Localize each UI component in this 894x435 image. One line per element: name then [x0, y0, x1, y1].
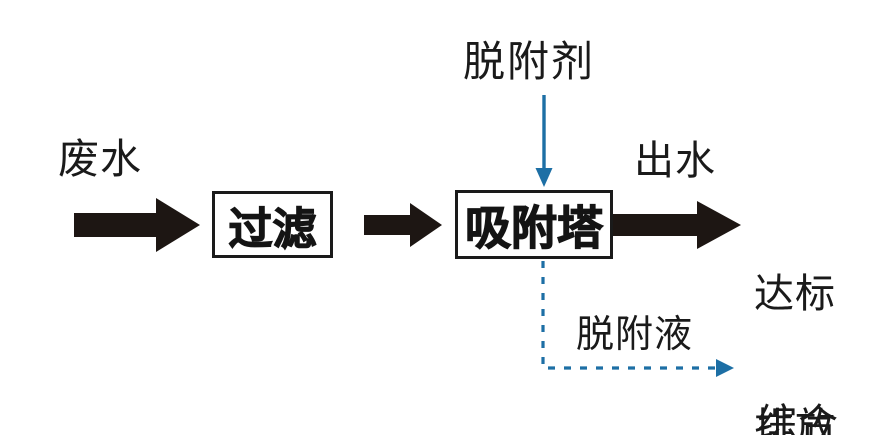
label-compliant-discharge: 达标 排放 — [754, 182, 836, 435]
process-node-filter[interactable]: 过滤 — [212, 191, 333, 258]
tower-to-discharge-arrow-icon — [613, 201, 741, 249]
label-comprehensive-treatment: 综合 处理 — [757, 312, 839, 435]
label-desorption-liquid: 脱附液 — [576, 312, 694, 356]
label-compliant-discharge-line1: 达标 — [754, 270, 836, 317]
label-compliant-discharge-line2: 排放 — [754, 404, 836, 435]
desorbent-feed-arrow-icon — [535, 95, 553, 187]
process-node-adsorption-tower[interactable]: 吸附塔 — [455, 190, 613, 259]
process-node-filter-label: 过滤 — [228, 203, 317, 255]
label-comprehensive-treatment-line1: 综合 — [757, 400, 839, 435]
process-node-adsorption-tower-label: 吸附塔 — [464, 200, 603, 255]
influent-arrow-icon — [74, 198, 200, 252]
desorption-liquid-path-icon — [541, 261, 734, 377]
label-effluent: 出水 — [634, 138, 716, 184]
label-desorbent: 脱附剂 — [463, 37, 596, 86]
filter-to-tower-arrow-icon — [364, 203, 442, 247]
label-influent: 废水 — [58, 135, 142, 183]
